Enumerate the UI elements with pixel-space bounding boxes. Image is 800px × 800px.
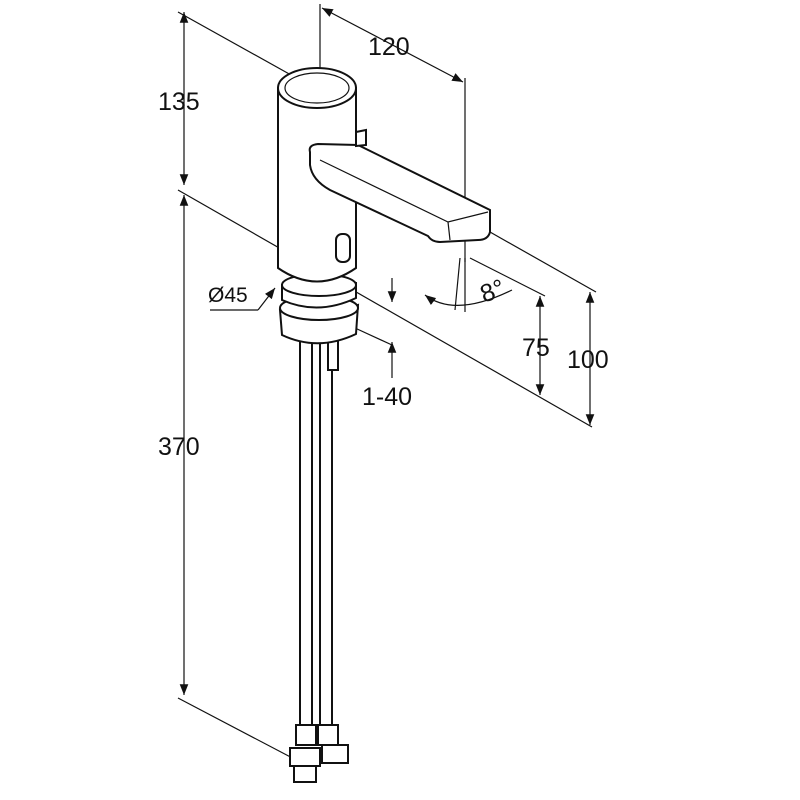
dim-370: 370 <box>158 433 200 461</box>
dim-135: 135 <box>158 88 200 116</box>
dim-angle-8: 8° <box>476 274 508 308</box>
dim-75: 75 <box>522 334 550 362</box>
dim-diameter-45: Ø45 <box>208 284 248 307</box>
dim-1-40: 1-40 <box>362 383 412 411</box>
dim-120: 120 <box>368 33 410 61</box>
dimension-lines <box>177 4 597 763</box>
faucet-body <box>277 67 491 783</box>
dim-100: 100 <box>567 346 609 374</box>
